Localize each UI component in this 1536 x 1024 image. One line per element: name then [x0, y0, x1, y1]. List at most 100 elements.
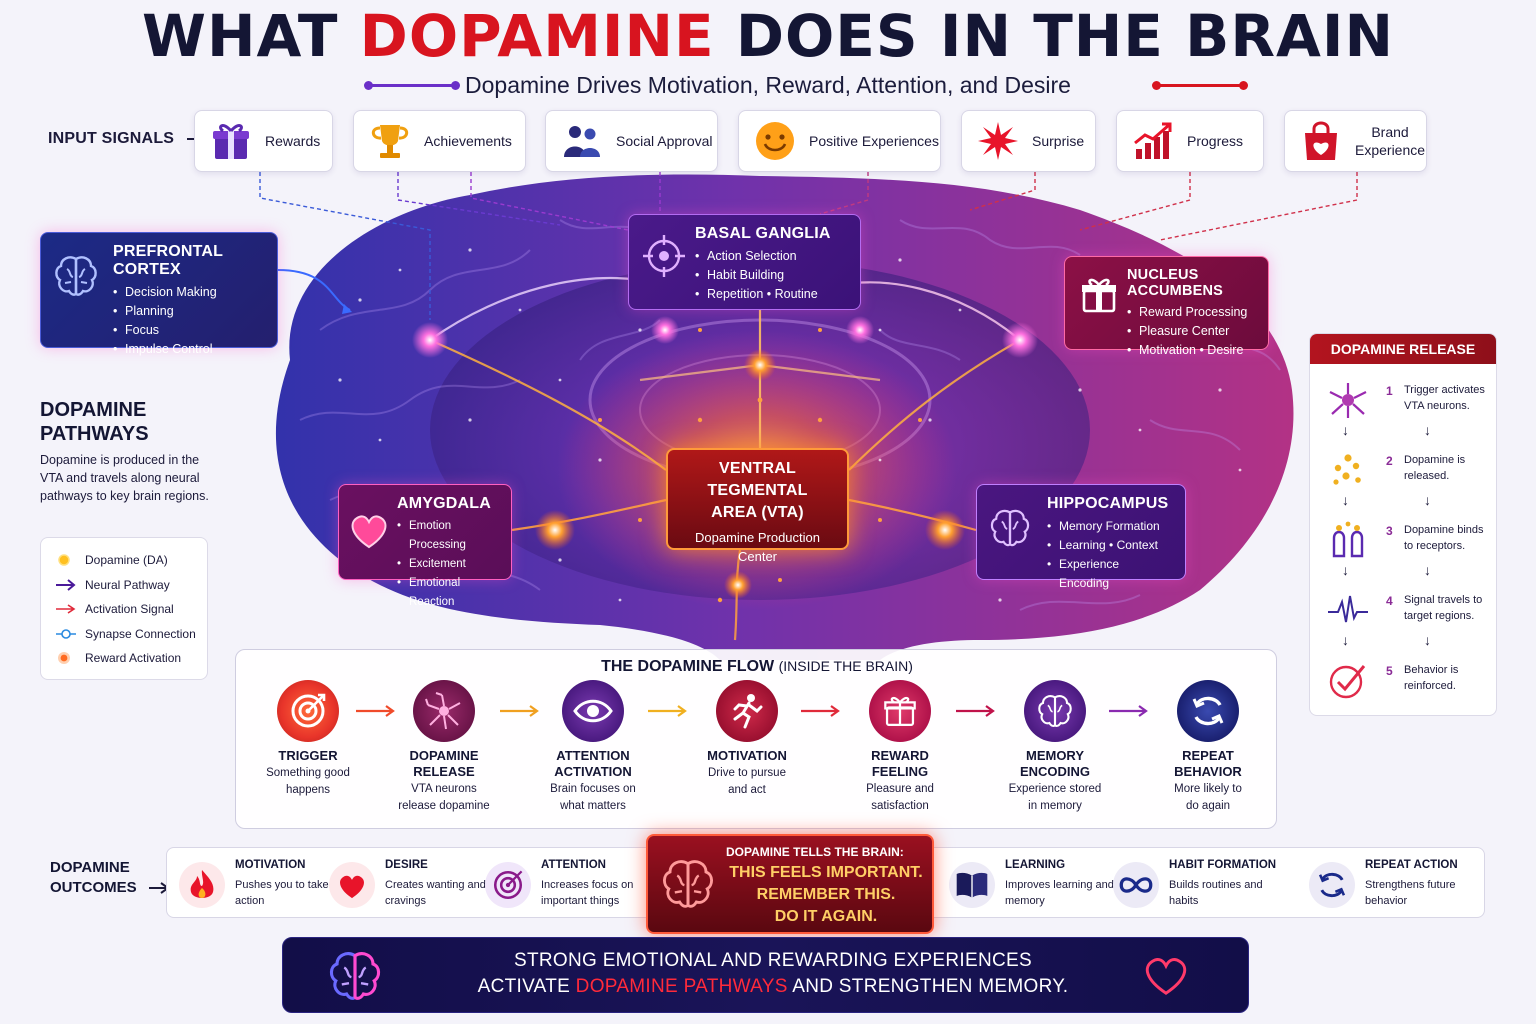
banner-line-1: STRONG EMOTIONAL AND REWARDING EXPERIENC…: [514, 950, 1032, 971]
down-arrow-icon: ↓: [1342, 422, 1349, 438]
outcome-motivation: MOTIVATION Pushes you to take action: [179, 856, 329, 912]
flow-arrow-icon: [500, 705, 539, 717]
heart-icon: [340, 875, 364, 899]
region-title: HIPPOCAMPUS: [1047, 495, 1169, 512]
region-item: Focus: [113, 321, 263, 340]
synapse-icon: [56, 628, 76, 639]
region-item: Impulse Control: [113, 340, 263, 359]
release-step: 2 Dopamine is released.: [1310, 444, 1496, 500]
signal-wave-icon: [1328, 595, 1368, 623]
tells-line: THIS FEELS IMPORTANT.: [729, 864, 923, 881]
region-basal-ganglia[interactable]: BASAL GANGLIA Action Selection Habit Bui…: [628, 214, 861, 310]
tells-line: REMEMBER THIS.: [756, 886, 896, 903]
signal-card-rewards[interactable]: Rewards: [194, 110, 333, 172]
flow-step-icon: [562, 680, 624, 742]
flow-step-icon: [869, 680, 931, 742]
legend-row: Neural Pathway: [55, 573, 207, 598]
region-item: Decision Making: [113, 283, 263, 302]
region-prefrontal-cortex[interactable]: PREFRONTAL CORTEX Decision Making Planni…: [40, 232, 278, 359]
signal-card-positive-experiences[interactable]: Positive Experiences: [738, 110, 941, 172]
signal-card-brand-experience[interactable]: Brand Experience: [1284, 110, 1427, 172]
down-arrow-icon: ↓: [1424, 632, 1431, 648]
region-item: Repetition • Routine: [695, 285, 846, 304]
flow-arrow-icon: [1109, 705, 1148, 717]
title-accent: DOPAMINE: [359, 2, 715, 70]
down-arrow-icon: ↓: [1424, 422, 1431, 438]
page-title: WHAT DOPAMINE DOES IN THE BRAIN: [142, 2, 1394, 70]
region-item: Pleasure Center: [1127, 322, 1254, 341]
book-icon: [956, 872, 988, 898]
region-title: NUCLEUS ACCUMBENS: [1127, 267, 1224, 299]
region-item: Experience Encoding: [1047, 555, 1171, 593]
gift-icon: [1082, 278, 1116, 313]
flow-title: THE DOPAMINE FLOW (INSIDE THE BRAIN): [601, 658, 913, 675]
region-title: AMYGDALA: [397, 495, 492, 512]
brain-icon: [663, 860, 713, 908]
signal-label: Progress: [1187, 133, 1244, 149]
banner-line-2: ACTIVATE DOPAMINE PATHWAYS AND STRENGTHE…: [477, 976, 1069, 997]
region-item: Learning • Context: [1047, 536, 1171, 555]
eye-icon: [573, 699, 613, 723]
legend: Dopamine (DA) Neural Pathway Activation …: [40, 537, 208, 680]
down-arrow-icon: ↓: [1342, 492, 1349, 508]
infinity-icon: [1119, 877, 1153, 893]
region-item: Habit Building: [695, 266, 846, 285]
flow-step-icon: [277, 680, 339, 742]
signal-card-achievements[interactable]: Achievements: [353, 110, 526, 172]
tells-line: DO IT AGAIN.: [774, 908, 878, 925]
region-item: Motivation • Desire: [1127, 341, 1254, 360]
region-nucleus-accumbens[interactable]: NUCLEUS ACCUMBENS Reward Processing Plea…: [1064, 256, 1269, 360]
repeat-icon: [1318, 872, 1346, 898]
region-item: Reward Processing: [1127, 303, 1254, 322]
red-arrow-icon: [56, 604, 76, 614]
signal-card-progress[interactable]: Progress: [1116, 110, 1264, 172]
signal-label: Social Approval: [616, 133, 713, 149]
signal-label: Achievements: [424, 133, 512, 149]
legend-row: Dopamine (DA): [55, 548, 207, 573]
release-step: 1 Trigger activates VTA neurons.: [1310, 374, 1496, 430]
heart-icon: [351, 515, 387, 549]
pathways-description: Dopamine is produced in the VTA and trav…: [40, 453, 209, 503]
legend-row: Activation Signal: [55, 597, 207, 622]
flame-icon: [190, 870, 214, 898]
purple-arrow-icon: [56, 578, 76, 591]
gift-icon: [213, 124, 249, 159]
input-signals-label: INPUT SIGNALS: [48, 130, 213, 148]
heart-icon: [1145, 958, 1187, 995]
subtitle-decoration-left: [364, 81, 460, 90]
flow-step-icon: [716, 680, 778, 742]
down-arrow-icon: ↓: [1424, 562, 1431, 578]
dot-icon: [58, 554, 70, 566]
region-amygdala[interactable]: AMYGDALA Emotion Processing Excitement E…: [338, 484, 512, 608]
region-item: Memory Formation: [1047, 517, 1171, 536]
region-hippocampus[interactable]: HIPPOCAMPUS Memory Formation Learning • …: [976, 484, 1186, 590]
repeat-icon: [1192, 696, 1224, 726]
trophy-icon: [371, 125, 409, 158]
signal-label: Positive Experiences: [809, 133, 939, 149]
pathways-title: DOPAMINE PATHWAYS: [40, 399, 149, 445]
check-icon: [1329, 665, 1366, 699]
legend-row: Synapse Connection: [55, 622, 207, 647]
flow-step-icon: [1177, 680, 1239, 742]
people-icon: [564, 126, 600, 157]
target-icon: [493, 870, 523, 900]
signal-label: Brand Experience: [1355, 124, 1426, 158]
dopamine-tells-callout: DOPAMINE TELLS THE BRAIN: THIS FEELS IMP…: [646, 834, 934, 934]
flow-arrow-icon: [956, 705, 995, 717]
signal-card-surprise[interactable]: Surprise: [961, 110, 1096, 172]
brain-icon: [55, 256, 97, 296]
dopamine-release-panel: DOPAMINE RELEASE 1 Trigger activates VTA…: [1309, 333, 1497, 716]
signal-card-social-approval[interactable]: Social Approval: [545, 110, 718, 172]
brain-icon: [990, 509, 1030, 547]
shopping-bag-icon: [1305, 121, 1337, 160]
dots-icon: [1333, 454, 1361, 485]
outcomes-label: DOPAMINE OUTCOMES: [50, 858, 171, 898]
brain-icon: [329, 952, 381, 1000]
